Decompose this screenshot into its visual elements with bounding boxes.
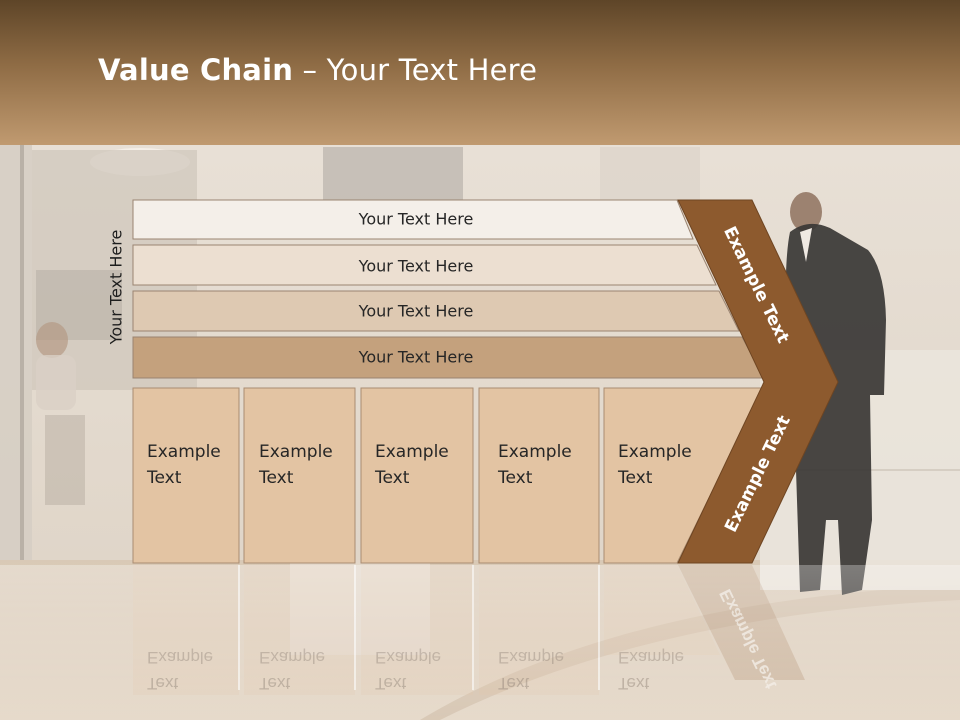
box-1: [132, 387, 240, 564]
bar-4-label: Your Text Here: [358, 347, 474, 367]
box-2-line1: Example: [259, 442, 333, 462]
bar-3: [132, 290, 740, 332]
box-1-line1: Example: [147, 442, 221, 462]
bar-1-label: Your Text Here: [358, 209, 474, 229]
bar-3-label: Your Text Here: [358, 301, 474, 321]
box-5-line1: Example: [618, 442, 692, 462]
title-bar: Value Chain – Your Text Here: [0, 0, 960, 145]
box-2: [243, 387, 356, 564]
box-2-line2: Text: [259, 468, 294, 488]
box-3: [360, 387, 474, 564]
box-3-line2: Text: [375, 468, 410, 488]
box-1-line2: Text: [147, 468, 182, 488]
bar-1: [132, 199, 694, 240]
box-3-line1: Example: [375, 442, 449, 462]
title-rest: – Your Text Here: [293, 53, 538, 87]
bar-2-label: Your Text Here: [358, 256, 474, 276]
box-4-line1: Example: [498, 442, 572, 462]
box-5-line2: Text: [618, 468, 653, 488]
title-bold: Value Chain: [98, 53, 294, 87]
box-4: [478, 387, 600, 564]
box-5: [603, 387, 764, 564]
box-4-line2: Text: [498, 468, 533, 488]
bar-2: [132, 244, 717, 286]
slide-title: Value Chain – Your Text Here: [98, 53, 537, 87]
chevron-arrow: [677, 199, 839, 564]
